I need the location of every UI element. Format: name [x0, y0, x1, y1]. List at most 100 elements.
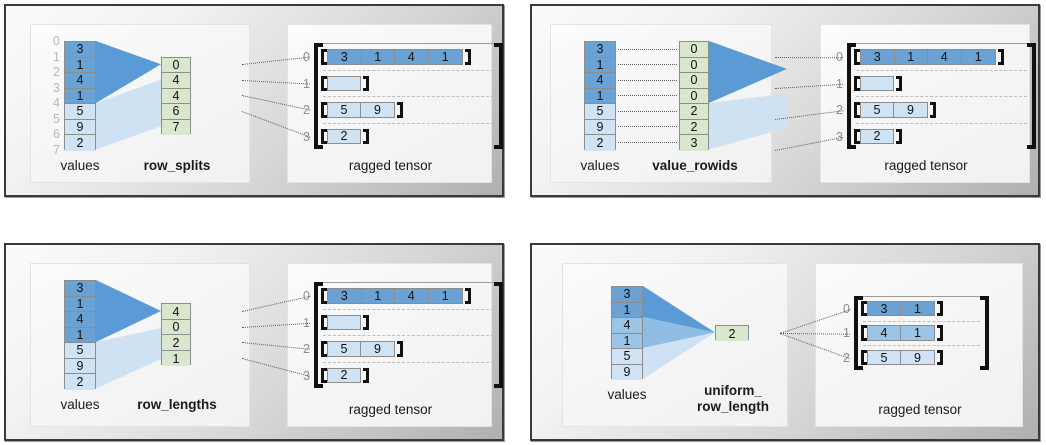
values-cell: 4: [612, 318, 642, 334]
partition-cell: 4: [162, 304, 190, 320]
tensor-inner-bracket-right: [998, 49, 1004, 65]
tensor-row-cells: [327, 314, 361, 331]
values-cell: 3: [585, 42, 615, 58]
tensor-outer-bracket-right: [980, 296, 989, 370]
values-cell: 9: [65, 358, 95, 374]
fan-dark: [96, 280, 161, 342]
values-cell: 3: [65, 281, 95, 297]
values-index-label: 5: [53, 111, 60, 126]
fan-light: [709, 93, 787, 150]
tensor-cell: 4: [395, 50, 429, 64]
tensor-row-separator: [863, 320, 980, 322]
tensor-row-separator: [856, 69, 1027, 71]
tensor-row: 2: [321, 367, 369, 384]
tensor-outer-guide-top: [863, 296, 980, 297]
tensor-row-index: 2: [303, 103, 310, 118]
tensor-row-index: 3: [303, 129, 310, 144]
tensor-cell: 3: [328, 289, 362, 303]
tensor-row-cells: [860, 75, 894, 92]
tensor-inner-bracket-right: [937, 325, 943, 341]
tensor-outer-bracket-right: [1027, 43, 1036, 149]
values-index-label: 4: [53, 96, 60, 110]
values-cell: 9: [585, 119, 615, 135]
partition-cell: 2: [162, 335, 190, 351]
tensor-row: 2: [854, 128, 902, 145]
tensor-row-cells: 2: [860, 128, 894, 145]
tensor-cell: 9: [901, 351, 934, 365]
partition-cell: 0: [680, 88, 708, 104]
tensor-row-index: 2: [843, 350, 850, 365]
tensor-row-index: 2: [836, 103, 843, 118]
values-cell: 1: [585, 88, 615, 104]
tensor-outer-guide-top: [856, 43, 1027, 44]
partition-to-tensor-connector: [241, 357, 310, 377]
tensor-row-separator: [323, 308, 494, 310]
partition-to-tensor-connector: [241, 95, 310, 111]
tensor-row-separator: [323, 96, 494, 97]
partition-to-tensor-connector: [242, 295, 311, 312]
tensor-outer-bracket-left: [314, 282, 323, 388]
values-label: values: [580, 157, 620, 173]
tensor-inner-bracket-right: [397, 102, 403, 118]
fan-mid: [643, 317, 715, 348]
tensor-cell: 4: [868, 326, 902, 340]
tensor-row: [321, 75, 369, 92]
tensor-cell: 1: [901, 326, 934, 340]
tensor-row: [854, 75, 902, 92]
tensor-outer-guide-top: [323, 282, 494, 283]
values-cell: 4: [585, 73, 615, 89]
tensor-label: ragged tensor: [348, 158, 433, 173]
values-cell: 1: [65, 88, 95, 104]
tensor-inner-bracket-right: [937, 349, 943, 366]
tensor-inner-bracket-right: [397, 341, 403, 357]
values-cell: 4: [65, 312, 95, 328]
tensor-row-index: 0: [843, 301, 850, 316]
tensor-inner-bracket-left: [321, 314, 327, 331]
tensor-inner-bracket-left: [321, 288, 327, 304]
partition-cell: 2: [716, 325, 748, 342]
tensor-inner-bracket-right: [930, 102, 936, 118]
tensor-cell: 2: [328, 368, 360, 382]
partition-cell: 0: [680, 42, 708, 58]
partition-label-line1: uniform_: [704, 383, 762, 398]
partition-cell: 4: [162, 88, 190, 104]
tensor-row-separator: [323, 335, 494, 336]
values-label: values: [607, 387, 647, 402]
tensor-cell: 1: [901, 302, 934, 316]
tensor-cell: 2: [328, 129, 360, 143]
tensor-outer-bracket-left: [314, 43, 323, 149]
tensor-label: ragged tensor: [884, 158, 968, 173]
partition-cell: 2: [680, 104, 708, 120]
partition-column-uniform-row-length: 2: [715, 324, 749, 342]
tensor-inner-bracket-left: [321, 341, 327, 357]
values-label: values: [60, 157, 100, 173]
tensor-inner-bracket-left: [854, 102, 860, 118]
values-cell: 2: [65, 135, 95, 151]
tensor-inner-bracket-right: [896, 128, 902, 145]
tensor-outer-bracket-right: [494, 43, 503, 149]
tensor-cell: 5: [328, 103, 362, 117]
rowids-to-tensor-connector: [775, 136, 844, 151]
partition-cell: 0: [680, 57, 708, 73]
values-cell: 9: [612, 364, 642, 380]
values-to-rowids-connector: [618, 64, 677, 66]
values-cell: 1: [612, 302, 642, 318]
values-to-rowids-connector: [618, 48, 677, 50]
